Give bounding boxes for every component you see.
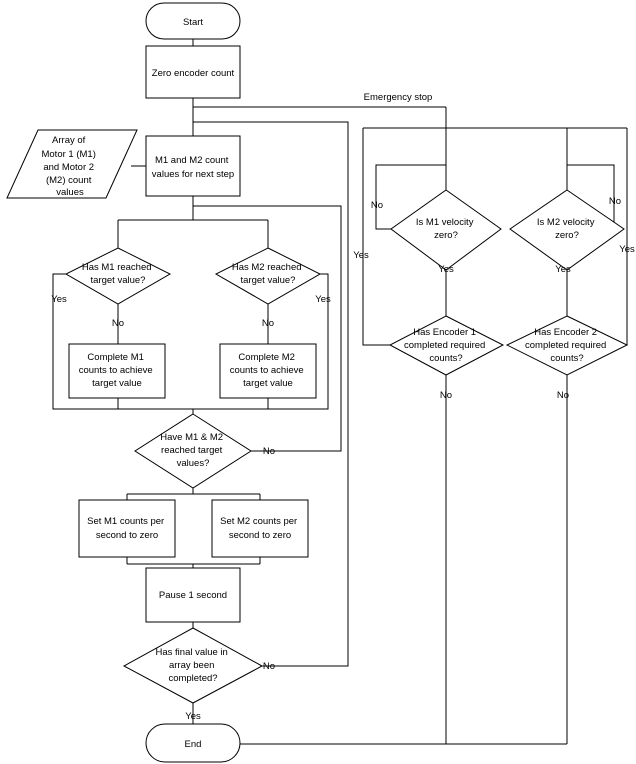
- set-m1-zero-label: Set M1 counts per second to zero: [87, 516, 167, 541]
- final-line-2: array been: [169, 660, 214, 671]
- pause-box: [145, 567, 241, 623]
- complete-m2-line-3: target value: [243, 378, 293, 389]
- encoder1-line-2: completed required: [404, 340, 485, 351]
- set-m1-line-2: second to zero: [96, 530, 158, 541]
- both-reached-line-1: Have M1 & M2: [160, 432, 223, 443]
- end-terminal: [145, 723, 241, 763]
- final-line-3: completed?: [168, 673, 217, 684]
- array-line-4: (M2) count: [46, 175, 92, 186]
- encoder2-yes: Yes: [619, 244, 635, 255]
- m1-velocity-line-1: Is M1 velocity: [416, 217, 474, 228]
- complete-m1-box: [68, 343, 166, 399]
- encoder1-line-1: Has Encoder 1: [413, 327, 476, 338]
- m1-reached-no: No: [112, 318, 124, 329]
- final-value-no: No: [263, 661, 275, 672]
- m1-velocity-no: No: [371, 200, 383, 211]
- array-line-5: values: [56, 187, 84, 198]
- both-reached-line-3: values?: [177, 458, 210, 469]
- encoder2-line-2: completed required: [525, 340, 606, 351]
- m1-reached-label: Has M1 reached target value?: [82, 262, 154, 286]
- count-values-box: [145, 135, 241, 197]
- count-line-2: values for next step: [152, 169, 234, 180]
- complete-m2-label: Complete M2 counts to achieve target val…: [230, 352, 307, 389]
- array-input-parallelogram: [6, 129, 138, 199]
- array-line-2: Motor 1 (M1): [41, 149, 95, 160]
- both-reached-label: Have M1 & M2 reached target values?: [160, 432, 225, 469]
- encoder1-no: No: [440, 390, 452, 401]
- m1-reached-line-1: Has M1 reached: [82, 262, 152, 273]
- connector-lines: [52, 39, 628, 745]
- encoder2-label: Has Encoder 2 completed required counts?: [525, 327, 609, 364]
- m2-reached-yes: Yes: [315, 294, 331, 305]
- count-values-label: M1 and M2 count values for next step: [152, 155, 234, 180]
- encoder2-diamond: [505, 315, 629, 376]
- complete-m1-line-3: target value: [92, 378, 142, 389]
- final-value-yes: Yes: [185, 711, 201, 722]
- m2-reached-line-1: Has M2 reached: [232, 262, 302, 273]
- array-label: Array of Motor 1 (M1) and Motor 2 (M2) c…: [41, 135, 98, 198]
- array-line-3: and Motor 2: [43, 162, 94, 173]
- complete-m2-box: [219, 343, 317, 399]
- m1-velocity-label: Is M1 velocity zero?: [416, 217, 476, 241]
- m1-reached-diamond: [64, 247, 172, 305]
- m1-velocity-yes: Yes: [438, 264, 454, 275]
- m1-reached-line-2: target value?: [91, 275, 146, 286]
- complete-m2-line-2: counts to achieve: [230, 365, 304, 376]
- count-line-1: M1 and M2 count: [155, 155, 229, 166]
- both-reached-diamond: [134, 413, 252, 489]
- encoder1-label: Has Encoder 1 completed required counts?: [404, 327, 488, 364]
- m2-velocity-diamond: [509, 189, 625, 271]
- complete-m2-line-1: Complete M2: [238, 352, 295, 363]
- m1-reached-yes: Yes: [51, 294, 67, 305]
- complete-m1-line-1: Complete M1: [87, 352, 144, 363]
- both-reached-line-2: reached target: [161, 445, 223, 456]
- start-terminal: [145, 2, 241, 40]
- set-m2-line-1: Set M2 counts per: [220, 516, 297, 527]
- final-value-diamond: [122, 627, 264, 704]
- encoder2-line-3: counts?: [550, 353, 583, 364]
- m2-reached-label: Has M2 reached target value?: [232, 262, 304, 286]
- m2-velocity-no: No: [609, 196, 621, 207]
- m2-velocity-yes: Yes: [555, 264, 571, 275]
- m2-reached-diamond: [214, 247, 322, 305]
- m2-velocity-line-1: Is M2 velocity: [537, 217, 595, 228]
- edge-labels: Yes No Yes No No No Yes No Yes Yes No No…: [51, 196, 635, 722]
- end-label: End: [185, 739, 202, 750]
- m1-velocity-line-2: zero?: [434, 230, 458, 241]
- set-m1-zero-box: [78, 499, 176, 558]
- m2-velocity-label: Is M2 velocity zero?: [537, 217, 597, 241]
- set-m2-zero-box: [211, 499, 309, 558]
- zero-encoder-label: Zero encoder count: [152, 68, 235, 79]
- final-value-label: Has final value in array been completed?: [156, 647, 231, 684]
- zero-encoder-box: [145, 45, 241, 99]
- complete-m1-line-2: counts to achieve: [79, 365, 153, 376]
- encoder1-diamond: [388, 315, 505, 376]
- array-line-1: Array of: [52, 135, 86, 146]
- start-label: Start: [183, 17, 203, 28]
- complete-m1-label: Complete M1 counts to achieve target val…: [79, 352, 156, 389]
- m2-velocity-line-2: zero?: [555, 230, 579, 241]
- encoder2-no: No: [557, 390, 569, 401]
- set-m2-zero-label: Set M2 counts per second to zero: [220, 516, 300, 541]
- encoder1-line-3: counts?: [429, 353, 462, 364]
- set-m2-line-2: second to zero: [229, 530, 291, 541]
- encoder2-line-1: Has Encoder 2: [534, 327, 597, 338]
- m1-velocity-diamond: [390, 189, 502, 271]
- emergency-stop-label: Emergency stop: [364, 92, 433, 103]
- encoder1-yes: Yes: [353, 250, 369, 261]
- set-m1-line-1: Set M1 counts per: [87, 516, 164, 527]
- pause-label: Pause 1 second: [159, 590, 227, 601]
- m2-reached-line-2: target value?: [241, 275, 296, 286]
- both-reached-no: No: [263, 446, 275, 457]
- final-line-1: Has final value in: [156, 647, 228, 658]
- m2-reached-no: No: [262, 318, 274, 329]
